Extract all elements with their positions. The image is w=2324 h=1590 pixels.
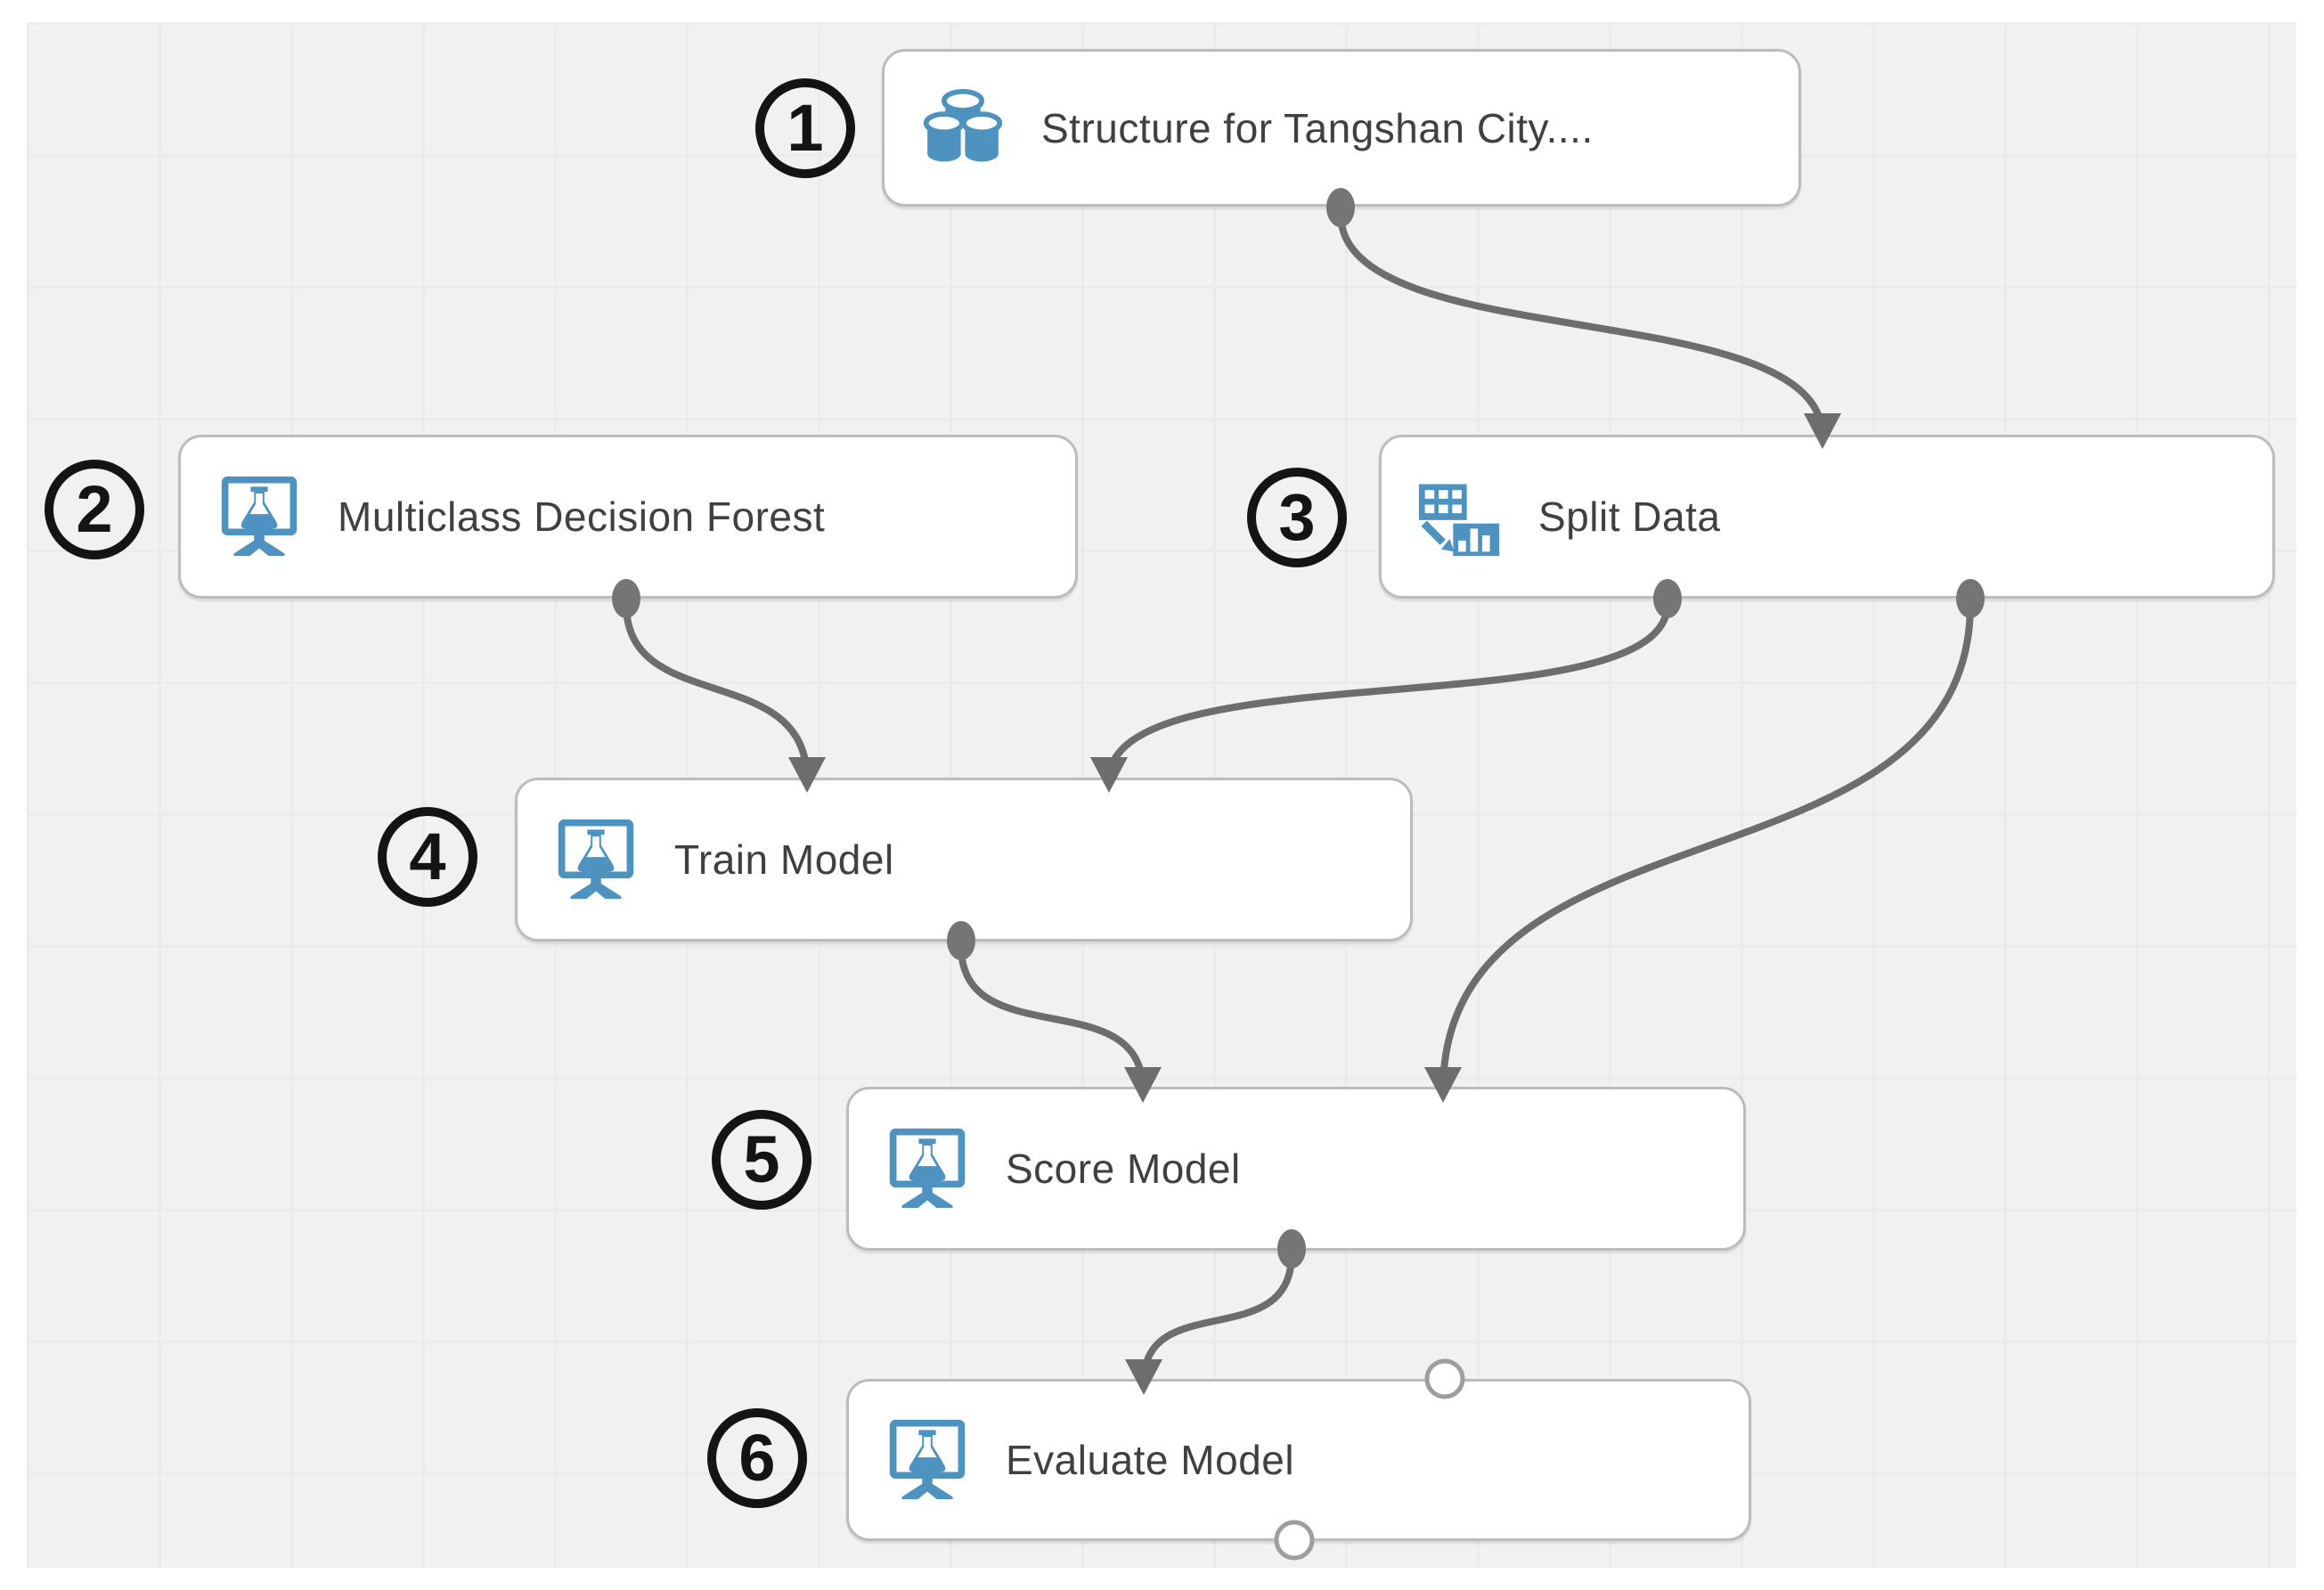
node-label: Evaluate Model [1006,1437,1295,1483]
step-badge-5: 5 [712,1110,811,1210]
dataset-icon [923,88,1003,164]
step-badge-6: 6 [707,1408,807,1508]
node-score-model[interactable]: Score Model [846,1087,1746,1251]
experiment-module-icon [889,1419,966,1500]
badge-digit: 5 [743,1122,780,1196]
node-dataset[interactable]: Structure for Tangshan City.... [882,49,1801,207]
node-label: Train Model [674,836,894,883]
step-badge-2: 2 [45,460,144,559]
badge-digit: 1 [787,91,824,165]
split-data-icon [1418,484,1500,557]
experiment-module-icon [889,1128,966,1209]
step-badge-1: 1 [755,78,855,178]
badge-digit: 4 [409,819,446,893]
node-label: Split Data [1538,493,1721,540]
step-badge-3: 3 [1247,468,1347,567]
badge-digit: 3 [1278,480,1316,554]
node-split-data[interactable]: Split Data [1379,435,2275,599]
experiment-module-icon [558,819,634,900]
node-label: Structure for Tangshan City.... [1041,104,1594,151]
badge-digit: 6 [738,1421,776,1495]
badge-digit: 2 [76,472,113,546]
node-evaluate-model[interactable]: Evaluate Model [846,1379,1751,1541]
experiment-module-icon [221,476,298,557]
node-label: Score Model [1006,1146,1241,1192]
step-badge-4: 4 [378,807,477,907]
node-label: Multiclass Decision Forest [338,493,826,540]
node-train-model[interactable]: Train Model [515,778,1413,942]
node-multiclass-decision-forest[interactable]: Multiclass Decision Forest [178,435,1078,599]
